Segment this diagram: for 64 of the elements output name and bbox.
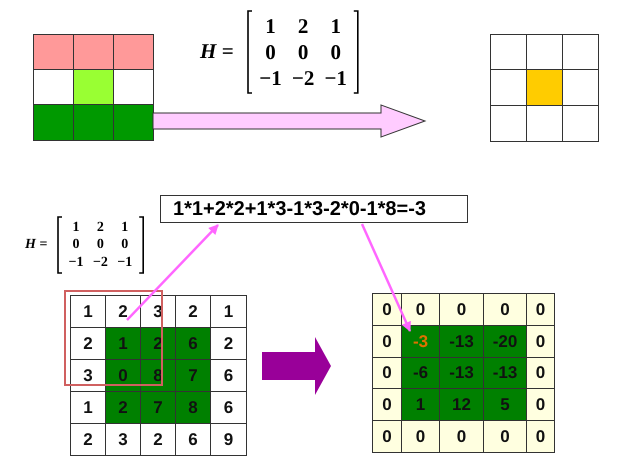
arrow [126,224,219,321]
matrix-entry: −2 [290,65,316,91]
grid-cell: -13 [439,325,484,358]
formula-text: 1*1+2*2+1*3-1*3-2*0-1*8=-3 [173,198,426,220]
matrix-entry: −1 [258,65,283,91]
grid-cell: -6 [401,357,440,389]
grid-cell: -13 [439,357,484,389]
grid-cell: 0 [439,420,484,453]
grid-cell: 6 [175,327,211,360]
pixel-grid [70,295,246,455]
matrix-name: H = [200,39,234,64]
grid-cell: 7 [175,359,211,392]
matrix-entry: 0 [96,236,105,254]
block-arrow [152,104,426,138]
formula-box [160,195,468,223]
grid-cell: 0 [526,420,555,453]
matrix-name: H = [25,236,48,253]
grid-cell: 0 [483,293,527,326]
matrix-entry: −2 [92,254,109,271]
block-arrow [262,337,331,395]
grid-cell: 0 [372,420,402,453]
grid-cell: -20 [483,325,527,358]
grid-cell: 2 [70,423,106,456]
matrix-entry: 2 [96,219,105,236]
matrix-entry: −1 [116,254,134,271]
grid-cell: 0 [526,325,555,358]
matrix-entry: 0 [120,236,130,254]
grid-cell: -13 [483,357,527,389]
grid-cell: 7 [140,391,176,424]
grid-cell: 1 [70,295,106,328]
pixel-grid [33,34,153,140]
matrix-entry: −1 [68,254,84,271]
matrix-entry: 1 [71,219,80,236]
grid-cell: -3 [401,325,440,358]
grid-cell: 8 [175,391,211,424]
matrix-entry: 0 [71,236,80,254]
grid-cell: 2 [105,391,141,424]
pixel-grid [490,34,598,141]
grid-cell: 0 [483,420,527,453]
pixel-grid [372,293,554,452]
grid-cell: 1 [210,295,247,328]
matrix-entry: 1 [120,219,130,236]
grid-cell: 0 [526,293,555,326]
matrix-entry: 0 [329,39,342,65]
matrix-entry: 0 [296,39,310,65]
grid-cell: 0 [526,388,555,421]
grid-cell: 0 [372,357,402,389]
matrix-entry: 1 [264,13,277,39]
grid-cell: 0 [526,357,555,389]
arrow [360,223,412,332]
grid-cell: 12 [439,388,484,421]
grid-cell: 0 [439,293,484,326]
matrix-entry: −1 [323,65,348,91]
grid-cell: 0 [401,420,440,453]
grid-cell: 5 [483,388,527,421]
matrix-entry: 1 [329,13,342,39]
grid-cell: 0 [372,388,402,421]
grid-cell: 1 [401,388,440,421]
matrix-entry: 0 [264,39,277,65]
grid-cell: 0 [401,293,440,326]
matrix-entry: 2 [296,13,310,39]
grid-cell: 1 [105,327,141,360]
grid-cell: 9 [210,423,247,456]
grid-cell: 0 [372,325,402,358]
